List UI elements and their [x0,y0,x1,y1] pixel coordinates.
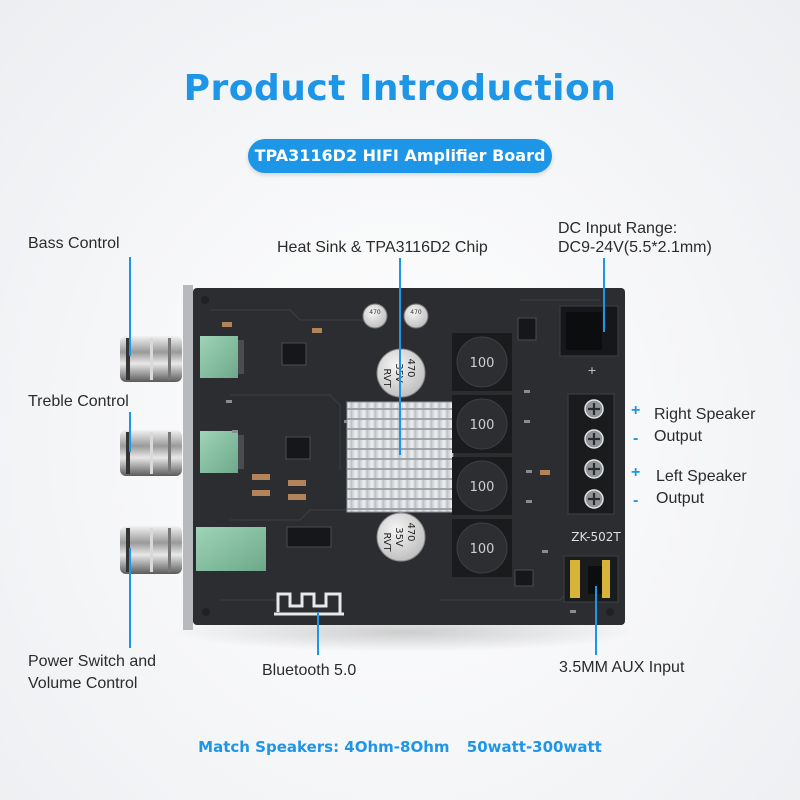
svg-text:100: 100 [470,480,495,495]
model-label: ZK-502T [571,530,621,544]
svg-text:470: 470 [405,358,416,377]
dc-jack: + [559,305,619,377]
footer-speakers: Match Speakers: 4Ohm-8Ohm [198,738,450,756]
power-volume-label-line2: Volume Control [28,675,138,692]
svg-text:35V: 35V [393,527,404,547]
power-volume-label-line1: Power Switch and [28,653,157,670]
treble-control-label: Treble Control [28,393,129,410]
svg-text:100: 100 [470,418,495,433]
front-panel-plate [183,285,193,630]
product-badge: TPA3116D2 HIFI Amplifier Board [248,139,552,173]
heatsink-label: Heat Sink & TPA3116D2 Chip [277,239,488,256]
svg-text:100: 100 [470,542,495,557]
dc-input-label-line2: DC9-24V(5.5*2.1mm) [558,239,712,256]
volume-knob [120,526,182,574]
svg-text:RVT: RVT [381,368,392,388]
bass-control-label: Bass Control [28,235,120,252]
svg-text:RVT: RVT [381,532,392,552]
bass-knob [120,336,182,382]
bluetooth-label: Bluetooth 5.0 [262,662,357,679]
callout-lines [129,257,605,655]
svg-text:470: 470 [369,309,381,316]
svg-text:470: 470 [405,522,416,541]
aux-input-label: 3.5MM AUX Input [559,659,685,676]
small-capacitors: 470 470 [362,303,429,329]
screw-terminals [567,393,615,515]
svg-text:+: + [587,364,596,377]
svg-text:100: 100 [470,356,495,371]
page-title: Product Introduction [183,68,617,109]
svg-text:470: 470 [410,309,422,316]
left-speaker-label-line1: Left Speaker [656,468,747,485]
dc-input-label-line1: DC Input Range: [558,220,678,237]
bluetooth-antenna [274,592,344,616]
right-speaker-plus: + [631,402,641,419]
footer-specs: Match Speakers: 4Ohm-8Ohm 50watt-300watt [0,738,800,756]
potentiometers [196,336,266,571]
right-speaker-minus: - [633,430,639,447]
aux-jack [563,555,619,603]
treble-knob [120,430,182,476]
right-speaker-label-line2: Output [654,428,703,445]
inductors: 100 100 100 100 [452,333,512,577]
right-speaker-label-line1: Right Speaker [654,406,756,423]
left-speaker-label-line2: Output [656,490,705,507]
capacitor-bottom: 470 35V RVT [376,512,426,562]
svg-text:35V: 35V [393,363,404,383]
left-speaker-plus: + [631,464,641,481]
left-speaker-minus: - [633,492,639,509]
footer-power: 50watt-300watt [466,738,602,756]
